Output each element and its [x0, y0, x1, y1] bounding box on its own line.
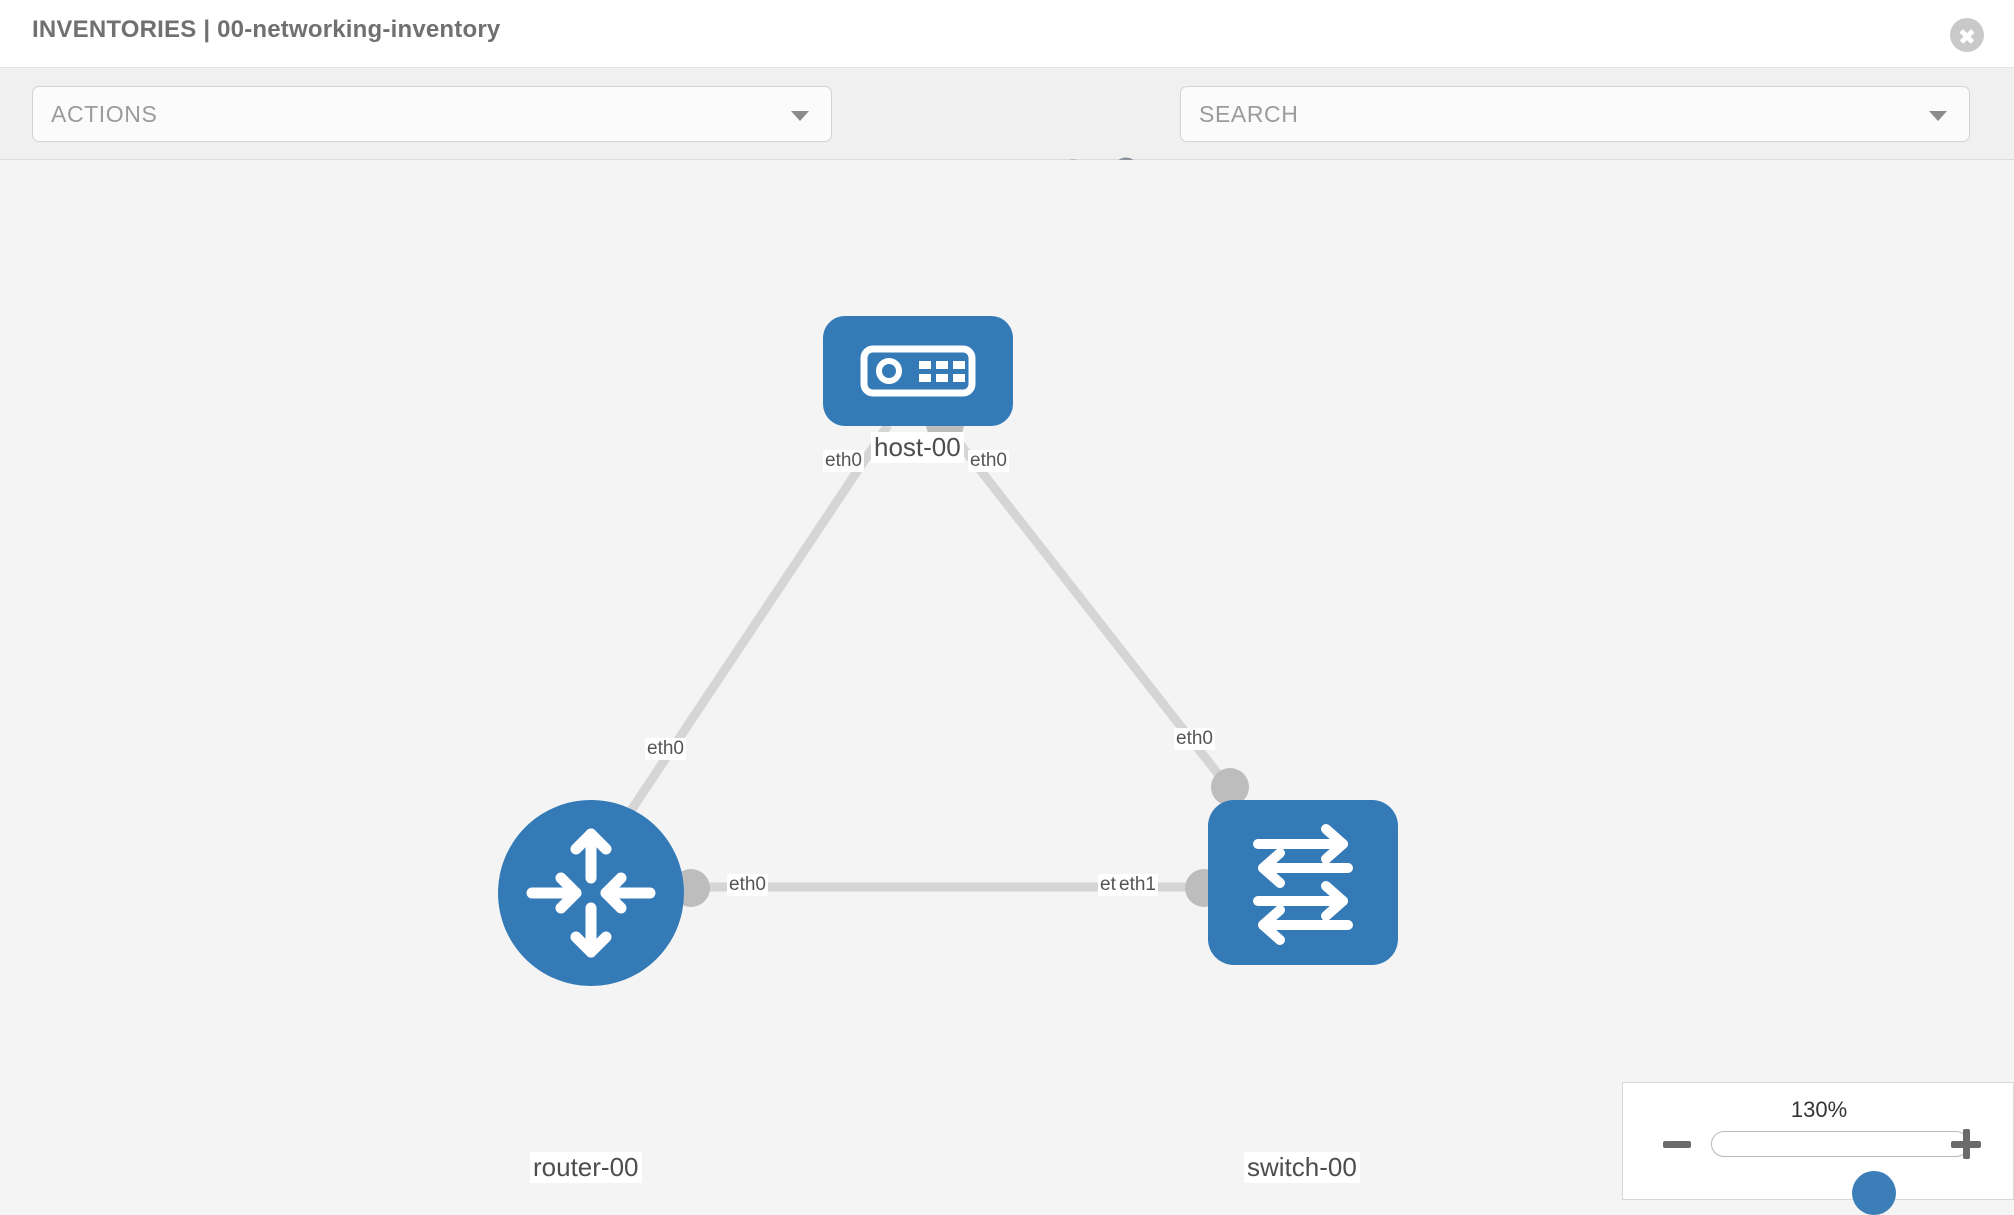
- iface-label-switch-up: eth0: [1174, 728, 1215, 750]
- topology-canvas[interactable]: host-00 eth0 eth0 router-00 eth0 eth0: [0, 160, 2014, 1200]
- page-header: INVENTORIES | 00-networking-inventory: [0, 0, 2014, 68]
- search-input[interactable]: SEARCH: [1180, 86, 1970, 142]
- actions-dropdown-label: ACTIONS: [51, 101, 158, 127]
- iface-label-router-up: eth0: [645, 738, 686, 760]
- page-title: INVENTORIES | 00-networking-inventory: [32, 16, 501, 43]
- chevron-down-icon: [1929, 111, 1947, 121]
- server-icon: [860, 345, 976, 397]
- node-label-switch-00: switch-00: [1244, 1152, 1360, 1183]
- search-placeholder: SEARCH: [1199, 101, 1299, 127]
- node-host-00[interactable]: [823, 316, 1013, 426]
- switch-arrows-icon: [1253, 824, 1353, 945]
- close-icon[interactable]: [1950, 18, 1984, 52]
- zoom-slider-track[interactable]: [1711, 1131, 1969, 1215]
- router-arrows-icon: [526, 828, 656, 958]
- node-router-00[interactable]: [498, 800, 684, 986]
- chevron-down-icon: [791, 111, 809, 121]
- zoom-in-button[interactable]: [1951, 1129, 1981, 1159]
- iface-label-switch-left: eth1: [1117, 874, 1158, 896]
- node-switch-00[interactable]: [1208, 800, 1398, 965]
- node-label-router-00: router-00: [530, 1152, 642, 1183]
- iface-label-host-left: eth0: [823, 450, 864, 472]
- actions-dropdown[interactable]: ACTIONS: [32, 86, 832, 142]
- node-label-host-00: host-00: [871, 432, 964, 463]
- iface-label-host-right: eth0: [968, 450, 1009, 472]
- zoom-control-panel: 130%: [1622, 1082, 2014, 1215]
- connector-dot-switch-top: [1211, 768, 1249, 806]
- iface-label-router-right: eth0: [727, 874, 768, 896]
- zoom-level-value: 130%: [1790, 1097, 1848, 1122]
- zoom-slider-thumb[interactable]: [1852, 1171, 1896, 1215]
- link-host-router: [594, 422, 892, 863]
- zoom-out-button[interactable]: [1663, 1141, 1691, 1148]
- toolbar: ACTIONS SEARCH: [0, 68, 2014, 196]
